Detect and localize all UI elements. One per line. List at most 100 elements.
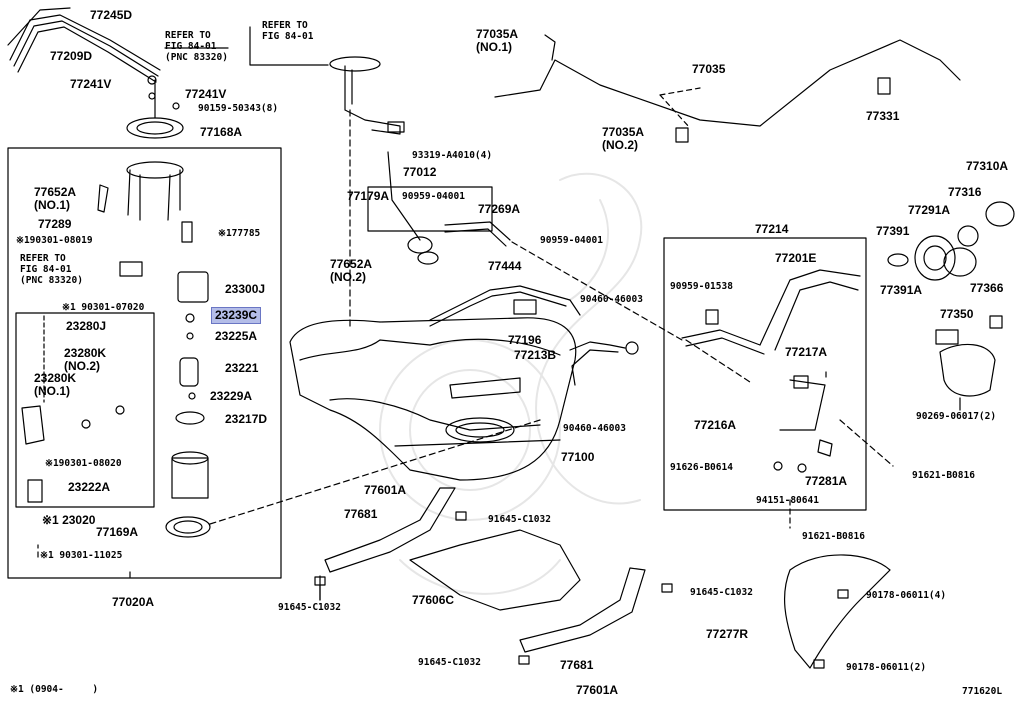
refer-note-top-left: REFER TO FIG 84-01 (PNC 83320) — [165, 30, 228, 63]
fuel-lines-77245d — [7, 7, 161, 83]
part-label[interactable]: 77444 — [488, 259, 522, 273]
part-label[interactable]: 23222A — [68, 480, 111, 494]
part-label[interactable]: 91621-B0816 — [912, 470, 975, 481]
part-label[interactable]: 94151-80641 — [756, 495, 819, 506]
part-label[interactable]: 23225A — [215, 329, 258, 343]
refer-note-top-right: REFER TO FIG 84-01 — [262, 20, 314, 42]
part-label[interactable]: 77606C — [412, 593, 455, 607]
part-label[interactable]: 90959-04001 — [402, 191, 465, 202]
pump-cover-77168a — [126, 75, 184, 139]
part-label[interactable]: 91645-C1032 — [488, 514, 551, 525]
part-label[interactable]: 77331 — [866, 109, 900, 123]
fuel-sender-unit — [329, 56, 405, 331]
part-label[interactable]: 23300J — [225, 282, 266, 296]
part-label[interactable]: 77035A (NO.1) — [476, 27, 519, 54]
part-label[interactable]: 90959-04001 — [540, 235, 603, 246]
part-label[interactable]: 90178-06011(2) — [846, 662, 927, 673]
part-label[interactable]: ※1 90301-07020 — [62, 302, 145, 313]
part-label[interactable]: 77652A (NO.2) — [330, 257, 373, 284]
refer-bracket — [249, 26, 329, 66]
part-label[interactable]: 77289 — [38, 217, 72, 231]
part-label[interactable]: 77100 — [561, 450, 595, 464]
part-label[interactable]: 77217A — [785, 345, 828, 359]
fuel-pump-bracket — [97, 161, 193, 277]
part-label[interactable]: 77169A — [96, 525, 139, 539]
part-label[interactable]: 23280J — [66, 319, 107, 333]
part-label[interactable]: ※190301-08020 — [45, 458, 122, 469]
subassembly-box-23280j — [15, 312, 155, 508]
part-label[interactable]: ※1 23020 — [42, 513, 96, 527]
fuel-tank-77100 — [289, 317, 577, 481]
fuel-hoses-77012 — [387, 151, 683, 386]
shield-77277r — [783, 554, 891, 669]
part-label[interactable]: 77216A — [694, 418, 737, 432]
dashed-leaders — [37, 371, 827, 581]
part-label-highlighted[interactable]: 23239C — [211, 307, 262, 324]
part-label[interactable]: 91621-B0816 — [802, 531, 865, 542]
part-label[interactable]: 77035A (NO.2) — [602, 125, 645, 152]
part-label[interactable]: 91626-B0614 — [670, 462, 733, 473]
bracket-77012 — [367, 186, 493, 232]
part-label[interactable]: 77196 — [508, 333, 542, 347]
part-label[interactable]: 77316 — [948, 185, 982, 199]
part-label[interactable]: 23229A — [210, 389, 253, 403]
sensor-23280j — [21, 315, 125, 503]
part-label[interactable]: 77241V — [185, 87, 227, 101]
assembly-box-77020a — [7, 147, 282, 579]
part-label[interactable]: ※190301-08019 — [16, 235, 93, 246]
part-label[interactable]: 23280K (NO.2) — [64, 346, 107, 373]
part-label[interactable]: 77209D — [50, 49, 93, 63]
part-label[interactable]: 23280K (NO.1) — [34, 371, 77, 398]
assembly-box-77214 — [663, 237, 867, 511]
part-label[interactable]: 90959-01538 — [670, 281, 733, 292]
part-label[interactable]: 77681 — [560, 658, 594, 672]
part-label[interactable]: 77035 — [692, 62, 726, 76]
part-label[interactable]: 90460-46003 — [563, 423, 626, 434]
footnote: ※1 (0904- ) — [10, 684, 99, 695]
opener-cable-77035 — [494, 34, 961, 143]
part-label[interactable]: 90460-46003 — [580, 294, 643, 305]
part-label[interactable]: 77241V — [70, 77, 112, 91]
part-label[interactable]: 77391 — [876, 224, 910, 238]
part-label[interactable]: 77012 — [403, 165, 437, 179]
figure-code: 771620L — [962, 686, 1003, 697]
part-label[interactable]: 91645-C1032 — [418, 657, 481, 668]
part-label[interactable]: 77201E — [775, 251, 817, 265]
part-label[interactable]: 91645-C1032 — [278, 602, 341, 613]
part-label[interactable]: ※177785 — [218, 228, 261, 239]
part-label[interactable]: 93319-A4010(4) — [412, 150, 493, 161]
part-label[interactable]: 77179A — [347, 189, 390, 203]
part-label[interactable]: 77281A — [805, 474, 848, 488]
part-label[interactable]: 77681 — [344, 507, 378, 521]
fuel-cap-parts — [887, 201, 1015, 411]
tank-straps-protector — [314, 487, 673, 665]
part-label[interactable]: 77269A — [478, 202, 521, 216]
part-label[interactable]: 77601A — [576, 683, 619, 697]
part-label[interactable]: 77601A — [364, 483, 407, 497]
part-label[interactable]: 90178-06011(4) — [866, 590, 947, 601]
filler-pipe-77201e — [681, 269, 894, 473]
part-label[interactable]: 77020A — [112, 595, 155, 609]
part-label[interactable]: 77168A — [200, 125, 243, 139]
part-label[interactable]: 77213B — [514, 348, 557, 362]
part-label[interactable]: 23221 — [225, 361, 259, 375]
part-label[interactable]: ※1 90301-11025 — [40, 550, 123, 561]
part-label[interactable]: 23217D — [225, 412, 268, 426]
part-label[interactable]: 90269-06017(2) — [916, 411, 997, 422]
part-label[interactable]: 77214 — [755, 222, 789, 236]
part-label[interactable]: 77366 — [970, 281, 1004, 295]
part-label[interactable]: 77291A — [908, 203, 951, 217]
part-label[interactable]: 77310A — [966, 159, 1009, 173]
part-label[interactable]: 77652A (NO.1) — [34, 185, 77, 212]
part-label[interactable]: 91645-C1032 — [690, 587, 753, 598]
watermark-logo — [379, 172, 643, 595]
part-label[interactable]: 77391A — [880, 283, 923, 297]
part-label[interactable]: 77350 — [940, 307, 974, 321]
fuel-pump-parts — [165, 271, 541, 538]
part-label[interactable]: 90159-50343(8) — [198, 103, 279, 114]
part-label[interactable]: 77245D — [90, 8, 133, 22]
refer-note-left: REFER TO FIG 84-01 (PNC 83320) — [20, 253, 83, 286]
part-label[interactable]: 77277R — [706, 627, 749, 641]
